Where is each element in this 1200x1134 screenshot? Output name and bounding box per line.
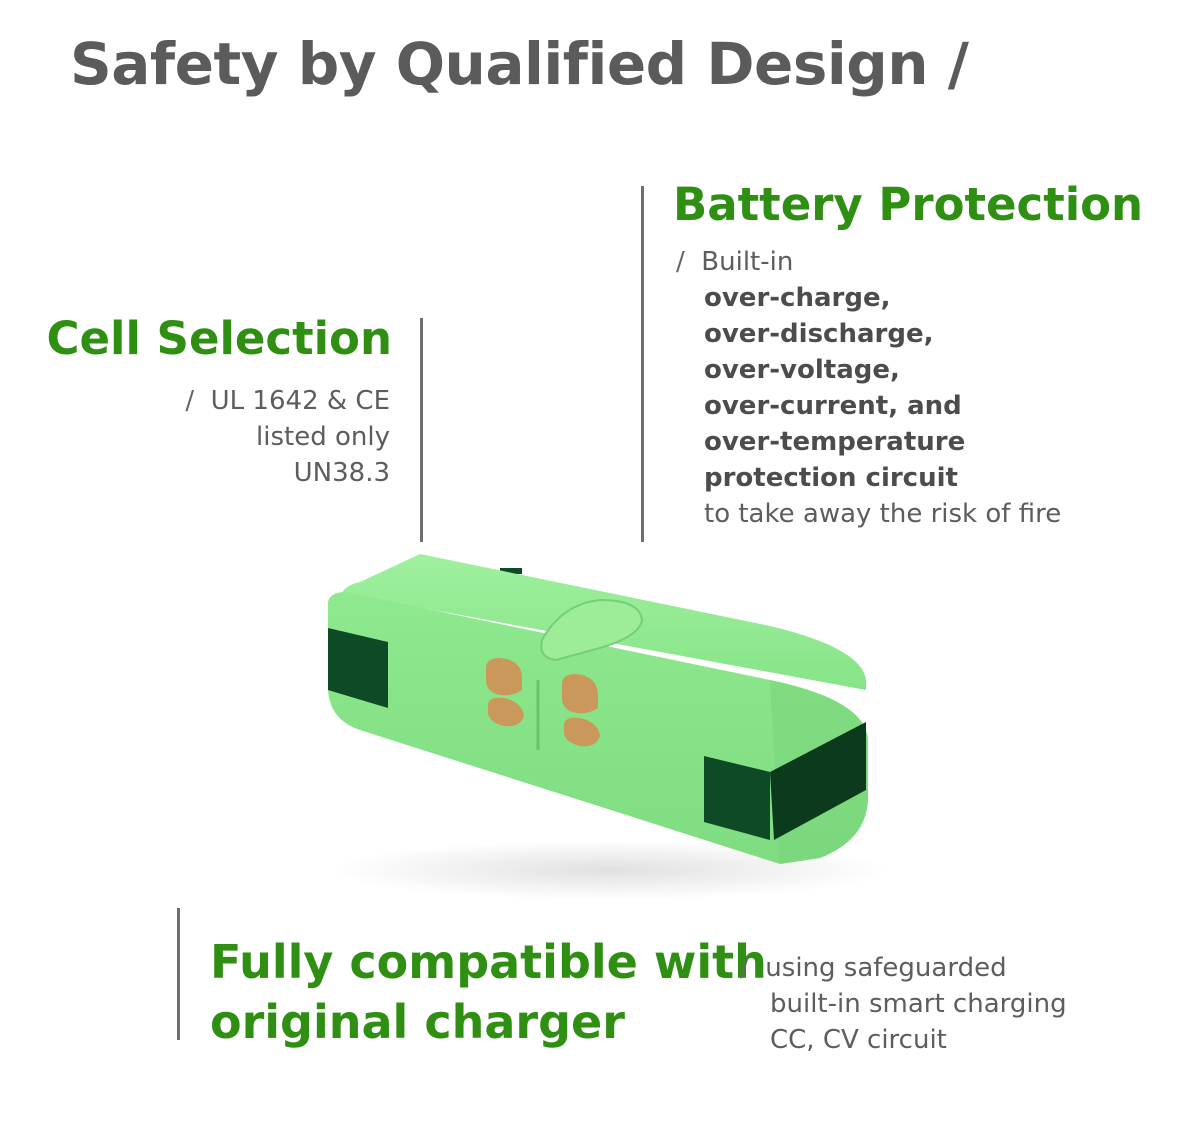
battery-protection-intro: Built-in <box>701 247 794 277</box>
charger-details: / using safeguarded built-in smart charg… <box>740 950 1067 1058</box>
battery-protection-divider <box>641 186 644 542</box>
charger-heading: Fully compatible with original charger <box>210 932 767 1052</box>
charger-line-2: built-in smart charging <box>770 989 1067 1019</box>
left-band <box>328 628 388 708</box>
protection-item: over-current, and <box>704 391 962 421</box>
battery-shadow <box>330 840 890 900</box>
cell-selection-text: UL 1642 & CE <box>210 386 390 416</box>
slash-marker: / <box>676 247 685 277</box>
battery-edge <box>500 568 522 574</box>
slash-marker: / <box>185 386 195 416</box>
page-title: Safety by Qualified Design / <box>70 30 969 98</box>
cell-selection-line-3: UN38.3 <box>293 458 390 488</box>
contact-right-bottom <box>564 717 600 747</box>
cell-selection-line-1: / UL 1642 & CE <box>185 383 390 419</box>
protection-item: protection circuit <box>704 463 958 493</box>
right-band-side <box>770 722 866 840</box>
battery-protection-intro-line: / Built-in <box>676 244 1061 280</box>
battery-protection-closing: to take away the risk of fire <box>704 499 1062 529</box>
protection-item: over-temperature <box>704 427 966 457</box>
charger-line-3: CC, CV circuit <box>770 1025 947 1055</box>
contact-right-top <box>562 674 598 714</box>
cell-selection-heading: Cell Selection <box>46 312 393 365</box>
charger-heading-line-1: Fully compatible with <box>210 935 767 989</box>
cell-selection-divider <box>420 318 423 542</box>
battery-protection-details: / Built-in over-charge, over-discharge, … <box>676 244 1061 532</box>
battery-latch <box>540 598 644 662</box>
protection-item: over-discharge, <box>704 319 934 349</box>
charger-heading-line-2: original charger <box>210 995 625 1049</box>
slash-marker: / <box>740 953 749 983</box>
contact-left-top <box>486 658 522 696</box>
battery-protection-heading: Battery Protection <box>673 178 1144 231</box>
charger-text: using safeguarded <box>765 953 1007 983</box>
charger-divider <box>177 908 180 1040</box>
cell-selection-line-2: listed only <box>256 422 390 452</box>
cell-selection-details: / UL 1642 & CE listed only UN38.3 <box>185 383 390 491</box>
right-band-front <box>704 756 770 840</box>
charger-line-1: / using safeguarded <box>740 950 1067 986</box>
battery-pack-image <box>328 554 890 900</box>
protection-item: over-charge, <box>704 283 891 313</box>
protection-item: over-voltage, <box>704 355 900 385</box>
contact-left-bottom <box>488 697 524 727</box>
